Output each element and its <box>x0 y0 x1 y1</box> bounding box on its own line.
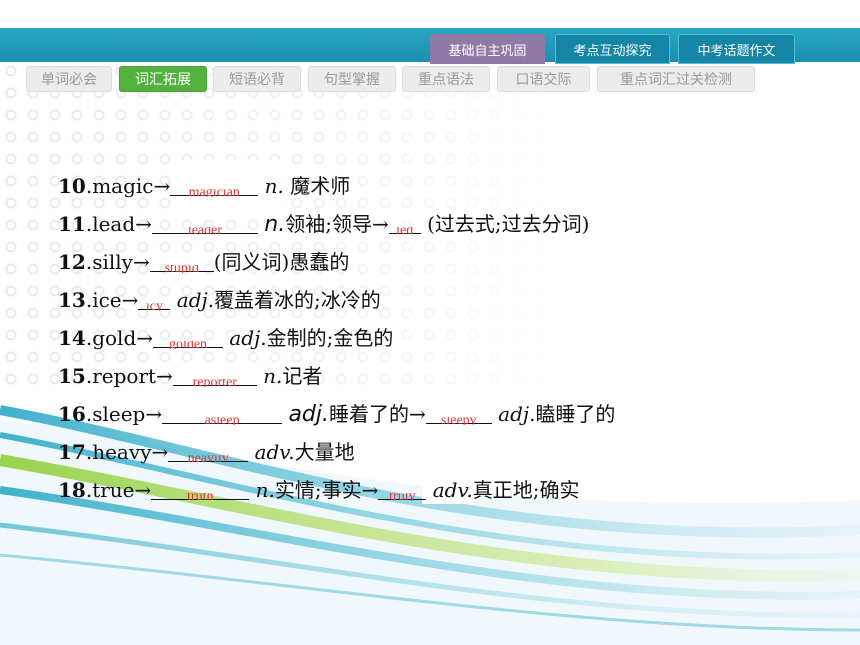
subtab-key-vocab-test[interactable]: 重点词汇过关检测 <box>597 66 755 92</box>
answer-blank[interactable]: truly <box>378 480 427 501</box>
answer-cover[interactable] <box>176 160 280 210</box>
answer-blank[interactable]: magician <box>170 176 259 197</box>
answer-blank[interactable]: asleep <box>162 404 283 425</box>
subtab-key-grammar[interactable]: 重点语法 <box>402 66 490 92</box>
tab-topic-writing[interactable]: 中考话题作文 <box>678 34 795 64</box>
exercise-line-12: 12.silly→stupid(同义词)愚蠢的 <box>58 250 350 274</box>
exercise-line-18: 18.true→truth n.实情;事实→truly adv.真正地;确实 <box>58 478 580 502</box>
answer-blank[interactable]: sleepy <box>425 404 492 425</box>
answer-blank[interactable]: icy <box>138 290 171 311</box>
subtab-oral-communication[interactable]: 口语交际 <box>497 66 590 92</box>
subtab-word-must-know[interactable]: 单词必会 <box>26 66 112 92</box>
exercise-line-13: 13.ice→icy adj.覆盖着冰的;冰冷的 <box>58 288 381 312</box>
subtab-phrases[interactable]: 短语必背 <box>213 66 301 92</box>
answer-blank[interactable]: led <box>388 214 421 235</box>
wave-decoration <box>0 405 860 645</box>
answer-blank[interactable]: reporter <box>172 366 257 387</box>
subtab-sentence-patterns[interactable]: 句型掌握 <box>308 66 396 92</box>
answer-cover[interactable] <box>422 466 476 504</box>
subtab-vocabulary-expansion[interactable]: 词汇拓展 <box>119 66 207 92</box>
exercise-line-17: 17.heavy→heavily adv.大量地 <box>58 440 355 464</box>
exercise-line-15: 15.report→reporter n.记者 <box>58 364 323 388</box>
dot-pattern-decoration <box>0 60 560 390</box>
exercise-line-14: 14.gold→golden adj.金制的;金色的 <box>58 326 394 350</box>
exercise-line-16: 16.sleep→asleep adj.睡着了的→sleepy adj.瞌睡了的 <box>58 402 616 427</box>
answer-cover[interactable] <box>176 370 266 408</box>
exercise-line-10: 10.magic→magician n. 魔术师 <box>58 174 351 198</box>
answer-blank[interactable]: heavily <box>168 442 249 463</box>
answer-blank[interactable]: truth <box>151 480 250 501</box>
answer-blank[interactable]: stupid <box>149 252 214 273</box>
tab-interactive-exploration[interactable]: 考点互动探究 <box>555 34 670 64</box>
exercise-line-11: 11.lead→leader n.领袖;领导→led (过去式;过去分词) <box>58 212 590 237</box>
answer-blank[interactable]: leader <box>151 214 258 235</box>
tab-basic-review[interactable]: 基础自主巩固 <box>430 34 545 64</box>
answer-blank[interactable]: golden <box>153 328 224 349</box>
